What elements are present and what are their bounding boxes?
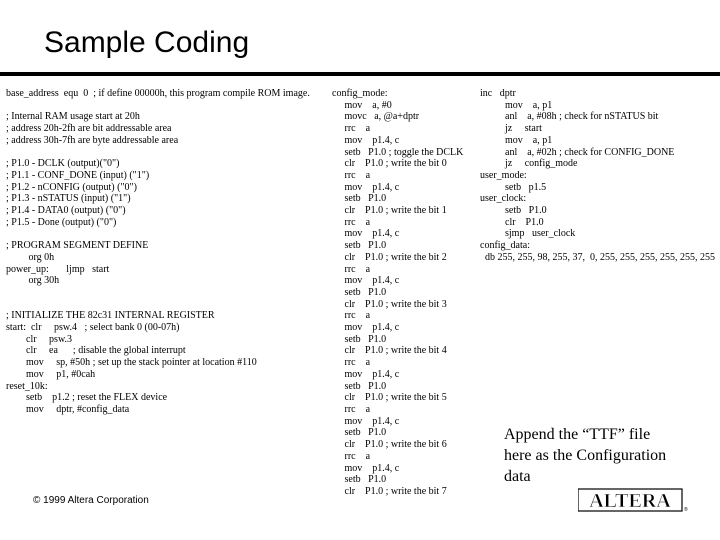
title-divider [0,72,720,76]
slide-title: Sample Coding [44,26,250,59]
append-ttf-note: Append the “TTF” file here as the Config… [504,426,667,485]
svg-text:®: ® [684,506,688,513]
copyright-footer: © 1999 Altera Corporation [33,495,149,506]
svg-text:ALTERA: ALTERA [589,490,671,512]
code-column-2: config_mode: mov a, #0 movc a, @a+dptr r… [332,88,464,497]
altera-logo: ALTERA ® [578,488,688,513]
code-column-3: inc dptr mov a, p1 anl a, #08h ; check f… [480,88,715,263]
code-column-1: base_address equ 0 ; if define 00000h, t… [6,88,310,415]
